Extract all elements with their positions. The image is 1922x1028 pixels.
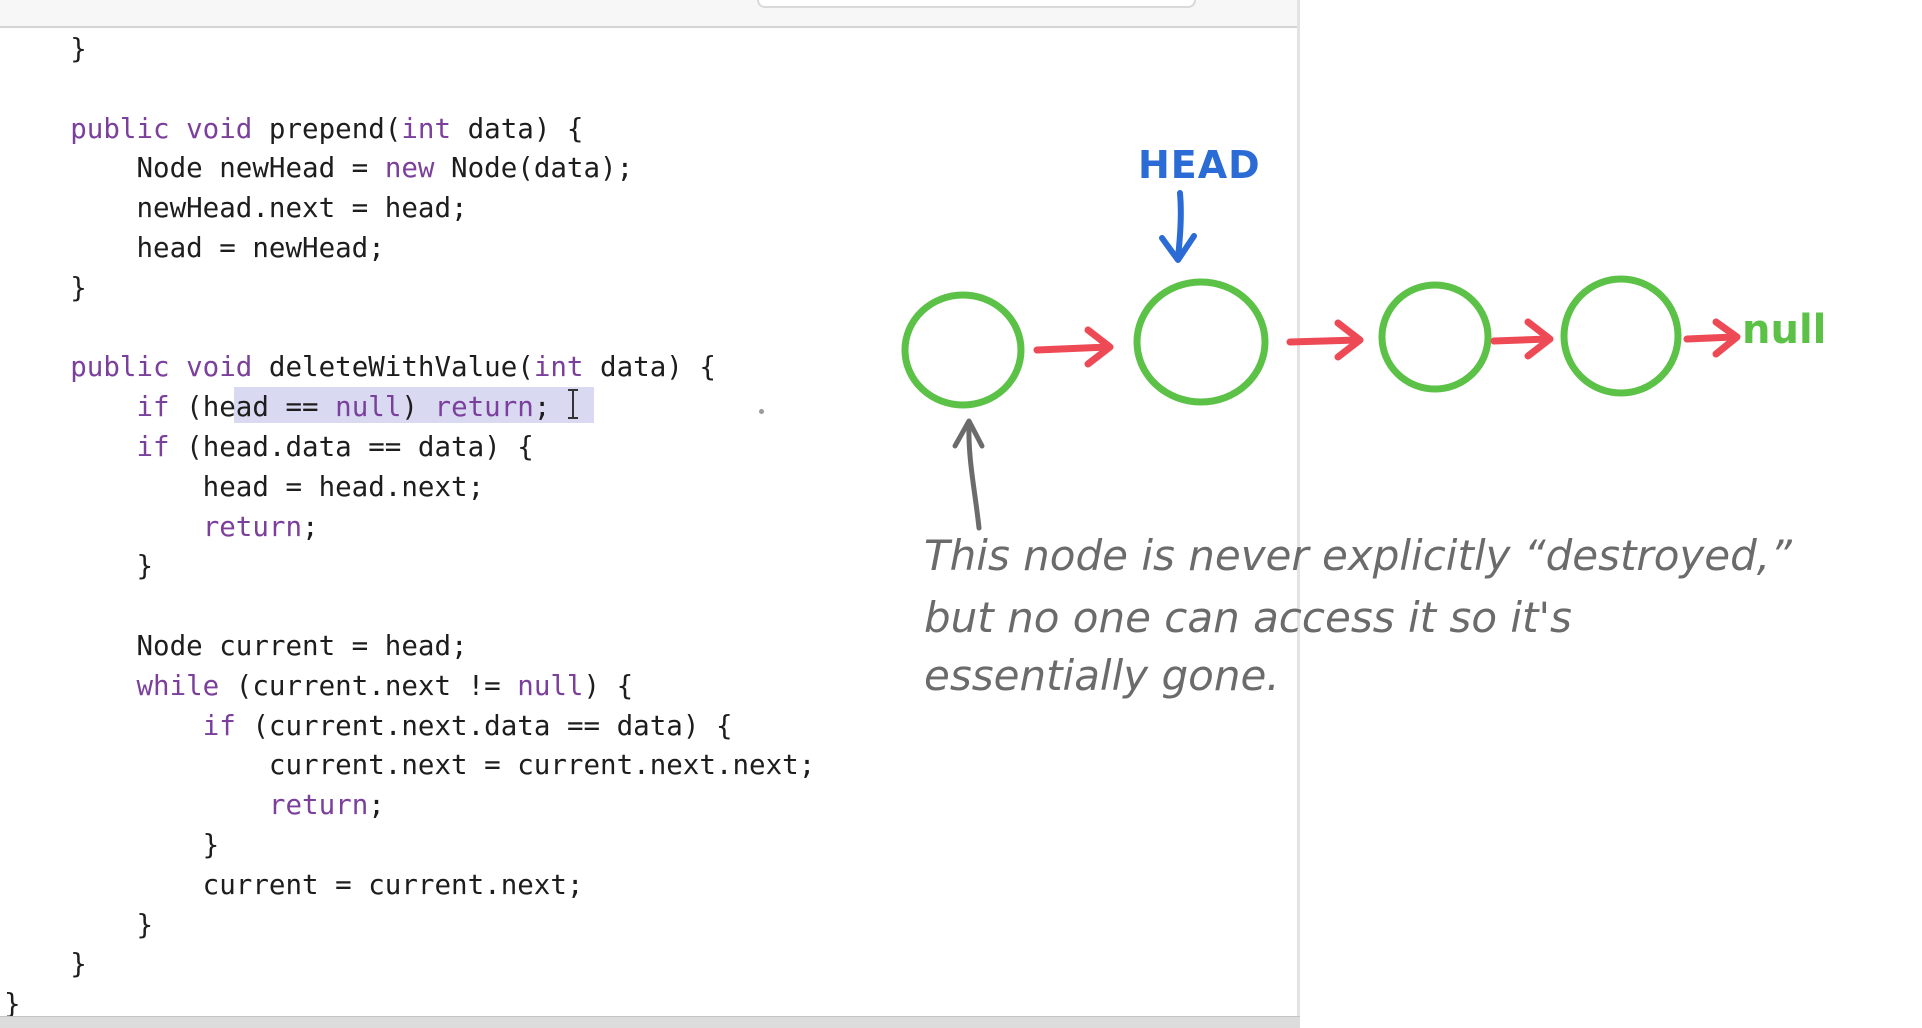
code-line[interactable]: public void prepend(int data) { <box>4 109 583 149</box>
code-keyword: int <box>401 112 452 145</box>
code-line[interactable]: Node newHead = new Node(data); <box>4 148 633 188</box>
code-line[interactable]: if (head.data == data) { <box>4 427 534 467</box>
code-line[interactable]: return; <box>4 507 319 547</box>
code-keyword: while <box>136 669 220 702</box>
code-keyword: null <box>517 669 584 702</box>
list-node-3 <box>1378 281 1492 393</box>
code-line[interactable]: } <box>4 984 21 1024</box>
code-text: } <box>4 829 220 861</box>
code-line[interactable]: } <box>4 825 220 865</box>
code-text: ; <box>302 510 319 543</box>
orphan-pointer-arrow <box>966 421 982 531</box>
code-line[interactable]: } <box>4 29 87 69</box>
code-text: deleteWithValue( <box>268 351 534 384</box>
code-keyword: return <box>434 391 534 424</box>
code-line[interactable]: } <box>4 944 87 984</box>
code-line[interactable]: Node current = head; <box>4 626 468 666</box>
code-keyword: public void <box>4 112 269 145</box>
code-keyword: return <box>268 789 369 822</box>
code-text: ; <box>533 391 551 424</box>
editor-top-strip <box>0 0 1300 28</box>
code-line[interactable]: public void deleteWithValue(int data) { <box>4 347 716 387</box>
next-arrow-4 <box>1683 318 1741 358</box>
next-arrow-3 <box>1490 318 1554 360</box>
code-text: ; <box>368 789 385 822</box>
next-arrow-1 <box>1033 326 1114 368</box>
code-keyword: new <box>384 152 435 185</box>
code-text: data) { <box>583 351 716 384</box>
code-text: } <box>4 33 87 65</box>
code-text: (head == <box>169 391 336 424</box>
note-line-2: but no one can access it so it's <box>924 593 1572 642</box>
null-label: null <box>1742 307 1826 353</box>
code-line[interactable]: } <box>4 905 153 945</box>
code-line[interactable]: head = newHead; <box>4 228 385 268</box>
code-keyword: return <box>202 510 303 543</box>
note-line-1: This node is never explicitly “destroyed… <box>924 531 1793 580</box>
head-label: HEAD <box>1138 143 1261 187</box>
code-text: current = current.next; <box>4 868 584 901</box>
code-text: data) { <box>451 112 584 145</box>
code-keyword: if <box>136 391 170 424</box>
code-text: head = head.next; <box>4 470 485 503</box>
code-keyword: int <box>533 351 584 384</box>
code-keyword: if <box>136 431 170 463</box>
text-cursor-icon <box>568 389 578 419</box>
head-arrow <box>1175 190 1184 261</box>
head-arrow-tip <box>1159 233 1197 263</box>
editor-divider <box>1297 0 1300 1028</box>
code-text: ) { <box>583 669 634 702</box>
code-text: Node current = head; <box>4 630 468 662</box>
list-node-4 <box>1560 275 1682 397</box>
text-selection <box>234 387 594 423</box>
code-text: Node(data); <box>434 152 634 185</box>
code-line[interactable]: if (head == null) return; <box>4 387 550 427</box>
code-text: Node newHead = <box>4 152 385 185</box>
code-text: current.next = current.next.next; <box>4 749 816 782</box>
code-editor[interactable]: } public void prepend(int data) { Node n… <box>0 0 1300 1028</box>
code-text: head = newHead; <box>4 232 385 264</box>
code-line[interactable]: newHead.next = head; <box>4 188 468 228</box>
code-line[interactable]: } <box>4 268 87 308</box>
code-text: (current.next != <box>219 669 518 702</box>
editor-horizontal-scrollbar[interactable] <box>0 1016 1300 1028</box>
code-text: } <box>4 271 87 304</box>
next-arrow-2 <box>1286 319 1364 361</box>
code-keyword: public void <box>4 351 269 384</box>
stray-dot <box>759 409 764 414</box>
code-keyword: if <box>202 709 236 742</box>
code-line[interactable]: while (current.next != null) { <box>4 666 633 706</box>
note-line-3: essentially gone. <box>924 651 1280 700</box>
code-text: } <box>4 550 154 583</box>
list-node-2 <box>1133 278 1269 406</box>
code-text: prepend( <box>268 112 402 145</box>
code-text: (head.data == data) { <box>169 431 534 463</box>
orphan-pointer-arrow-tip <box>952 418 985 449</box>
code-line[interactable]: head = head.next; <box>4 467 484 507</box>
code-keyword: null <box>335 391 402 424</box>
code-line[interactable]: } <box>4 546 153 586</box>
annotation-note: This node is never explicitly “destroyed… <box>924 531 1793 700</box>
code-text: (current.next.data == data) { <box>235 709 733 742</box>
code-text: } <box>4 988 21 1021</box>
code-line[interactable]: if (current.next.data == data) { <box>4 706 733 746</box>
code-text: } <box>4 948 87 981</box>
code-line[interactable]: current = current.next; <box>4 865 584 905</box>
code-line[interactable]: current.next = current.next.next; <box>4 745 815 785</box>
code-line[interactable]: return; <box>4 785 385 825</box>
code-text: ) <box>401 391 435 424</box>
code-text: } <box>4 908 154 941</box>
list-node-1 <box>901 291 1025 409</box>
code-text: newHead.next = head; <box>4 192 468 225</box>
